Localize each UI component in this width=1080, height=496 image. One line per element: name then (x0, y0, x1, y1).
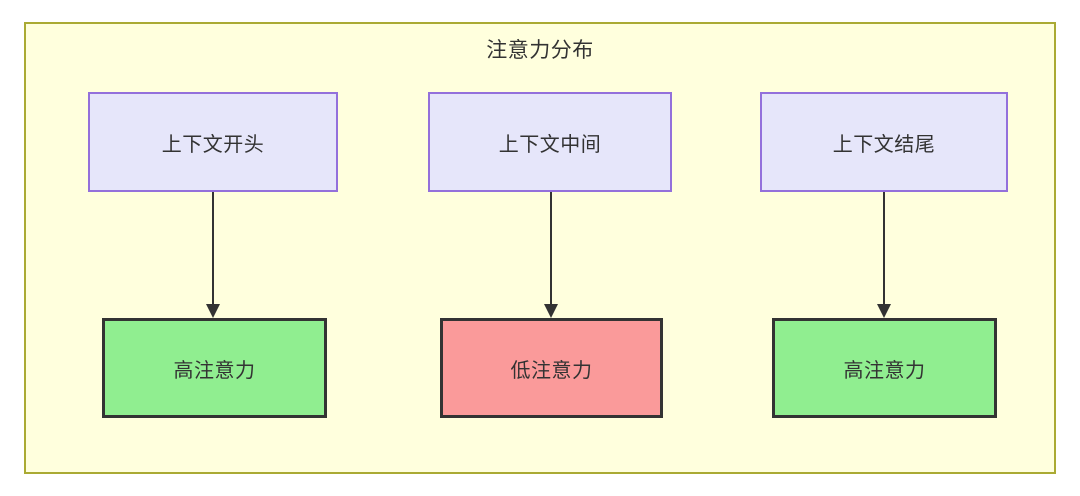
node-label: 上下文开头 (161, 133, 265, 156)
node-label: 上下文结尾 (832, 133, 936, 156)
node-label: 低注意力 (510, 359, 593, 382)
node-context-start[interactable]: 上下文开头 (88, 92, 338, 192)
node-label: 高注意力 (173, 359, 256, 382)
node-label: 上下文中间 (498, 133, 602, 156)
node-high-attention-start[interactable]: 高注意力 (102, 318, 327, 418)
node-label: 高注意力 (843, 359, 926, 382)
node-low-attention-middle[interactable]: 低注意力 (440, 318, 663, 418)
node-context-middle[interactable]: 上下文中间 (428, 92, 672, 192)
node-context-end[interactable]: 上下文结尾 (760, 92, 1008, 192)
subgraph-title: 注意力分布 (486, 39, 594, 62)
node-high-attention-end[interactable]: 高注意力 (772, 318, 997, 418)
